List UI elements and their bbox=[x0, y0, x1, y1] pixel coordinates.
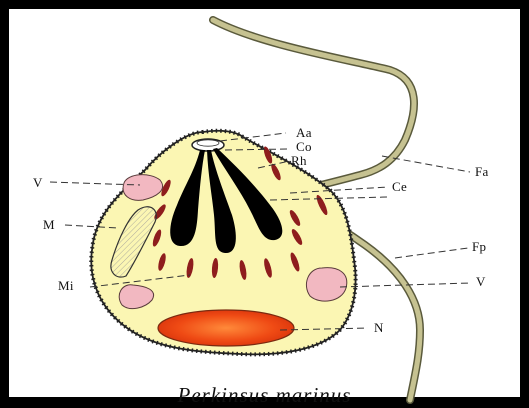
label-V-left: V bbox=[33, 176, 43, 189]
figure-caption: Perkinsus marinus bbox=[0, 383, 529, 408]
label-N: N bbox=[374, 321, 384, 334]
nucleus bbox=[158, 310, 294, 346]
label-M: M bbox=[43, 218, 55, 231]
label-Fa: Fa bbox=[475, 165, 489, 178]
label-Aa: Aa bbox=[296, 126, 312, 139]
apical-opening bbox=[197, 140, 219, 146]
label-Fp: Fp bbox=[472, 240, 486, 253]
label-V-right: V bbox=[476, 275, 486, 288]
vacuole-right bbox=[306, 268, 346, 301]
label-Co: Co bbox=[296, 140, 312, 153]
label-Rh: Rh bbox=[291, 154, 307, 167]
label-Mi: Mi bbox=[58, 279, 74, 292]
label-Ce: Ce bbox=[392, 180, 407, 193]
